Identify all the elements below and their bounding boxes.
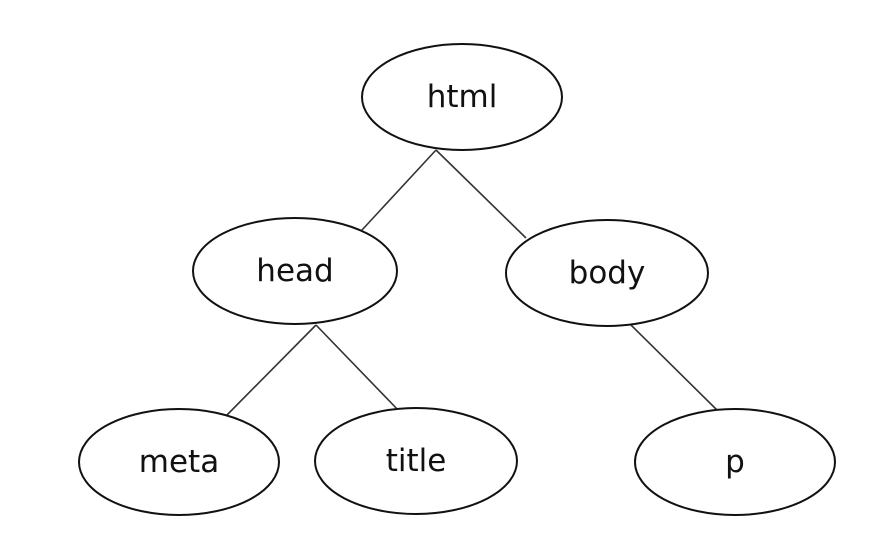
node-meta-label: meta: [139, 444, 219, 480]
tree-edges: [224, 149, 720, 418]
node-p: p: [634, 408, 836, 516]
node-body-label: body: [569, 255, 646, 291]
edge-html-head: [361, 149, 437, 231]
node-body: body: [505, 219, 709, 327]
node-title: title: [314, 407, 518, 515]
node-title-label: title: [386, 443, 447, 479]
node-meta: meta: [78, 408, 280, 516]
node-html: html: [361, 43, 563, 151]
node-html-shape: [361, 43, 563, 151]
node-head-shape: [192, 217, 398, 325]
node-body-shape: [505, 219, 709, 327]
edge-html-body: [435, 149, 527, 239]
node-html-label: html: [427, 79, 498, 115]
node-meta-shape: [78, 408, 280, 516]
edge-head-title: [315, 324, 401, 413]
node-p-shape: [634, 408, 836, 516]
edge-body-p: [630, 324, 720, 413]
node-head: head: [192, 217, 398, 325]
node-head-label: head: [256, 253, 333, 289]
node-title-shape: [314, 407, 518, 515]
node-p-label: p: [725, 444, 745, 480]
edge-head-meta: [224, 324, 317, 418]
